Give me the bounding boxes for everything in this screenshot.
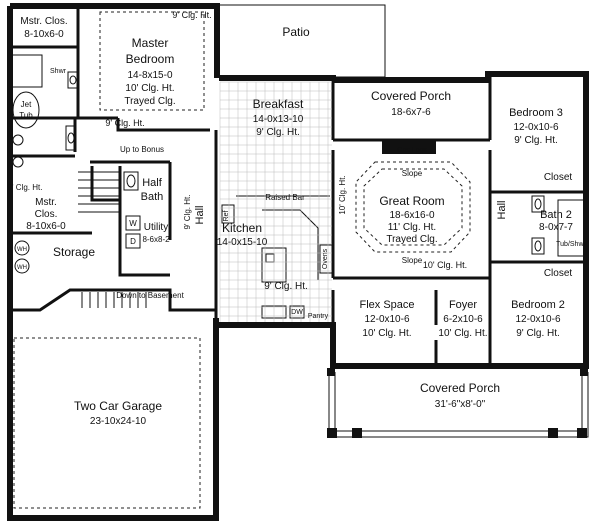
stair-note: Down to Basement xyxy=(116,291,184,300)
room-size: 14-0x13-10 xyxy=(253,114,304,125)
water-heater-label: WH xyxy=(17,247,27,253)
fireplace-label: Gas Logs xyxy=(397,147,427,154)
ceiling-height: 9' Clg. Ht. xyxy=(264,281,308,292)
patio-outline xyxy=(218,4,386,78)
room-size: 8-10x6-0 xyxy=(24,29,64,40)
appliance-label: DW xyxy=(291,309,303,316)
fixture-label: Shwr xyxy=(50,68,67,75)
room-label: Master xyxy=(132,36,169,50)
ceiling-height: 9' Clg. Ht. xyxy=(516,328,560,339)
ceiling-note: 10' Clg. Ht. xyxy=(338,175,347,214)
room-label: Mstr. Clos. xyxy=(20,16,67,27)
appliance-label: W xyxy=(129,219,137,228)
room-label: Closet xyxy=(544,172,573,183)
room-label: Utility xyxy=(144,222,168,233)
ceiling-note: 10' Clg. Ht. xyxy=(423,260,467,270)
room-size: 23-10x24-10 xyxy=(90,416,147,427)
ceiling-height: 11' Clg. Ht. xyxy=(388,222,436,233)
room-label: Hall xyxy=(194,206,206,225)
room-size: 12-0x10-6 xyxy=(513,122,558,133)
ceiling-note: 9' Clg. Ht. xyxy=(183,195,192,230)
room-label: Storage xyxy=(53,245,95,259)
ceiling-height: 9' Clg. Ht. xyxy=(514,135,558,146)
fixture-label: Tub xyxy=(19,111,33,120)
pantry-label: Pantry xyxy=(308,313,329,320)
room-label: Clos. xyxy=(35,209,58,220)
ceiling-type: Trayed Clg. xyxy=(386,234,437,245)
room-size: 8-10x6-0 xyxy=(26,221,66,232)
jet-tub xyxy=(12,91,40,129)
slope-label: Slope xyxy=(402,256,423,265)
room-size: 6-2x10-6 xyxy=(443,314,483,325)
ceiling-note: 9' Clg. Ht. xyxy=(172,10,211,20)
appliance-label: Ovens xyxy=(322,248,329,269)
room-label: Covered Porch xyxy=(371,89,451,103)
room-label: Mstr. xyxy=(35,197,57,208)
tile-floor xyxy=(219,81,332,322)
appliance-label: Ref xyxy=(223,211,230,222)
room-label: Two Car Garage xyxy=(74,399,162,413)
room-size: 12-0x10-6 xyxy=(364,314,409,325)
trayed-ceiling xyxy=(355,161,471,253)
room-label: Hall xyxy=(496,201,508,220)
room-label: Great Room xyxy=(379,194,444,208)
shower-stall xyxy=(11,54,43,88)
room-label: Bedroom 3 xyxy=(509,107,563,119)
room-label: Patio xyxy=(282,25,310,39)
ceiling-height: 10' Clg. Ht. xyxy=(438,328,487,339)
water-heater-label: WH xyxy=(17,265,27,271)
room-label: Closet xyxy=(544,268,573,279)
room-size: 18-6x16-0 xyxy=(389,210,434,221)
fireplace xyxy=(382,140,436,154)
room-size: 14-0x15-10 xyxy=(217,237,268,248)
ceiling-note: 9' Clg. Ht. xyxy=(8,183,43,192)
room-size: 18-6x7-6 xyxy=(391,107,431,118)
ceiling-height: 10' Clg. Ht. xyxy=(362,328,411,339)
room-label: Flex Space xyxy=(359,299,414,311)
stair-note: Up to Bonus xyxy=(120,145,164,154)
fixtures xyxy=(11,54,585,509)
room-size: 8-6x8-2 xyxy=(142,235,170,244)
room-label: Breakfast xyxy=(253,97,304,111)
room-label: Kitchen xyxy=(222,221,262,235)
room-label: Foyer xyxy=(449,299,477,311)
room-size: 8-0x7-7 xyxy=(539,222,573,233)
ceiling-height: 9' Clg. Ht. xyxy=(256,127,300,138)
room-size: 31'-6"x8'-0" xyxy=(435,399,486,410)
room-label: Bath 2 xyxy=(540,209,572,221)
room-label: Half xyxy=(142,177,163,189)
raised-bar-label: Raised Bar xyxy=(265,193,305,202)
room-size: 14-8x15-0 xyxy=(127,70,172,81)
appliance-label: D xyxy=(130,237,136,246)
ceiling-height: 10' Clg. Ht. xyxy=(125,83,174,94)
room-label: Bedroom 2 xyxy=(511,299,565,311)
ceiling-note: 9' Clg. Ht. xyxy=(105,118,144,128)
fixture-label: Tub/Shwr xyxy=(556,241,586,248)
slope-label: Slope xyxy=(402,169,423,178)
labels: Mstr. Clos. 8-10x6-0 Master Bedroom 14-8… xyxy=(8,10,587,427)
front-porch-outline xyxy=(327,368,589,438)
room-label: Bedroom xyxy=(126,52,175,66)
fixture-label: Jet xyxy=(21,100,32,109)
ceiling-type: Trayed Clg. xyxy=(124,96,175,107)
room-label: Bath xyxy=(141,191,164,203)
room-size: 12-0x10-6 xyxy=(515,314,560,325)
room-label: Covered Porch xyxy=(420,381,500,395)
